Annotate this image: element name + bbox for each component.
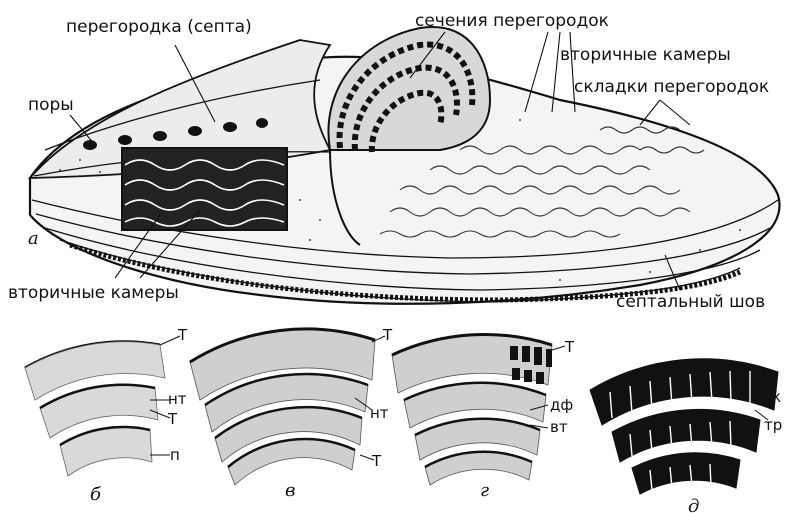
panel-letter-b: б bbox=[90, 484, 102, 505]
panel-letter-g: г bbox=[480, 480, 489, 501]
label-g-3: вт bbox=[550, 418, 568, 436]
label-g-1: Т bbox=[564, 338, 575, 356]
label-b-2: нт bbox=[168, 390, 187, 408]
label-secondary-chambers-left: вторичные камеры bbox=[8, 283, 179, 303]
panel-g bbox=[392, 334, 565, 485]
label-septa-sections: сечения перегородок bbox=[415, 11, 609, 31]
panel-letter-v: в bbox=[285, 480, 295, 501]
label-septal-suture: септальный шов bbox=[616, 292, 765, 312]
label-secondary-chambers-top: вторичные камеры bbox=[560, 45, 731, 65]
label-b-3: Т bbox=[167, 410, 178, 428]
label-septa-folds: складки перегородок bbox=[574, 77, 769, 97]
label-b-4: п bbox=[170, 446, 180, 464]
panel-letter-d: д bbox=[688, 496, 699, 517]
label-d-2: тр bbox=[764, 416, 782, 434]
chamber-inset bbox=[122, 148, 287, 230]
panel-b bbox=[25, 336, 180, 476]
label-v-1: Т bbox=[382, 326, 393, 344]
label-pores: поры bbox=[28, 95, 74, 115]
label-septum: перегородка (септа) bbox=[66, 17, 252, 37]
panel-d bbox=[590, 359, 778, 494]
panel-letter-a: а bbox=[28, 228, 39, 249]
label-d-1: к bbox=[772, 388, 781, 406]
label-v-3: Т bbox=[371, 452, 382, 470]
panel-v bbox=[190, 329, 385, 485]
label-v-2: нт bbox=[370, 404, 389, 422]
label-g-2: дф bbox=[550, 396, 573, 414]
label-b-1: Т bbox=[177, 326, 188, 344]
shell-illustration bbox=[30, 27, 780, 304]
